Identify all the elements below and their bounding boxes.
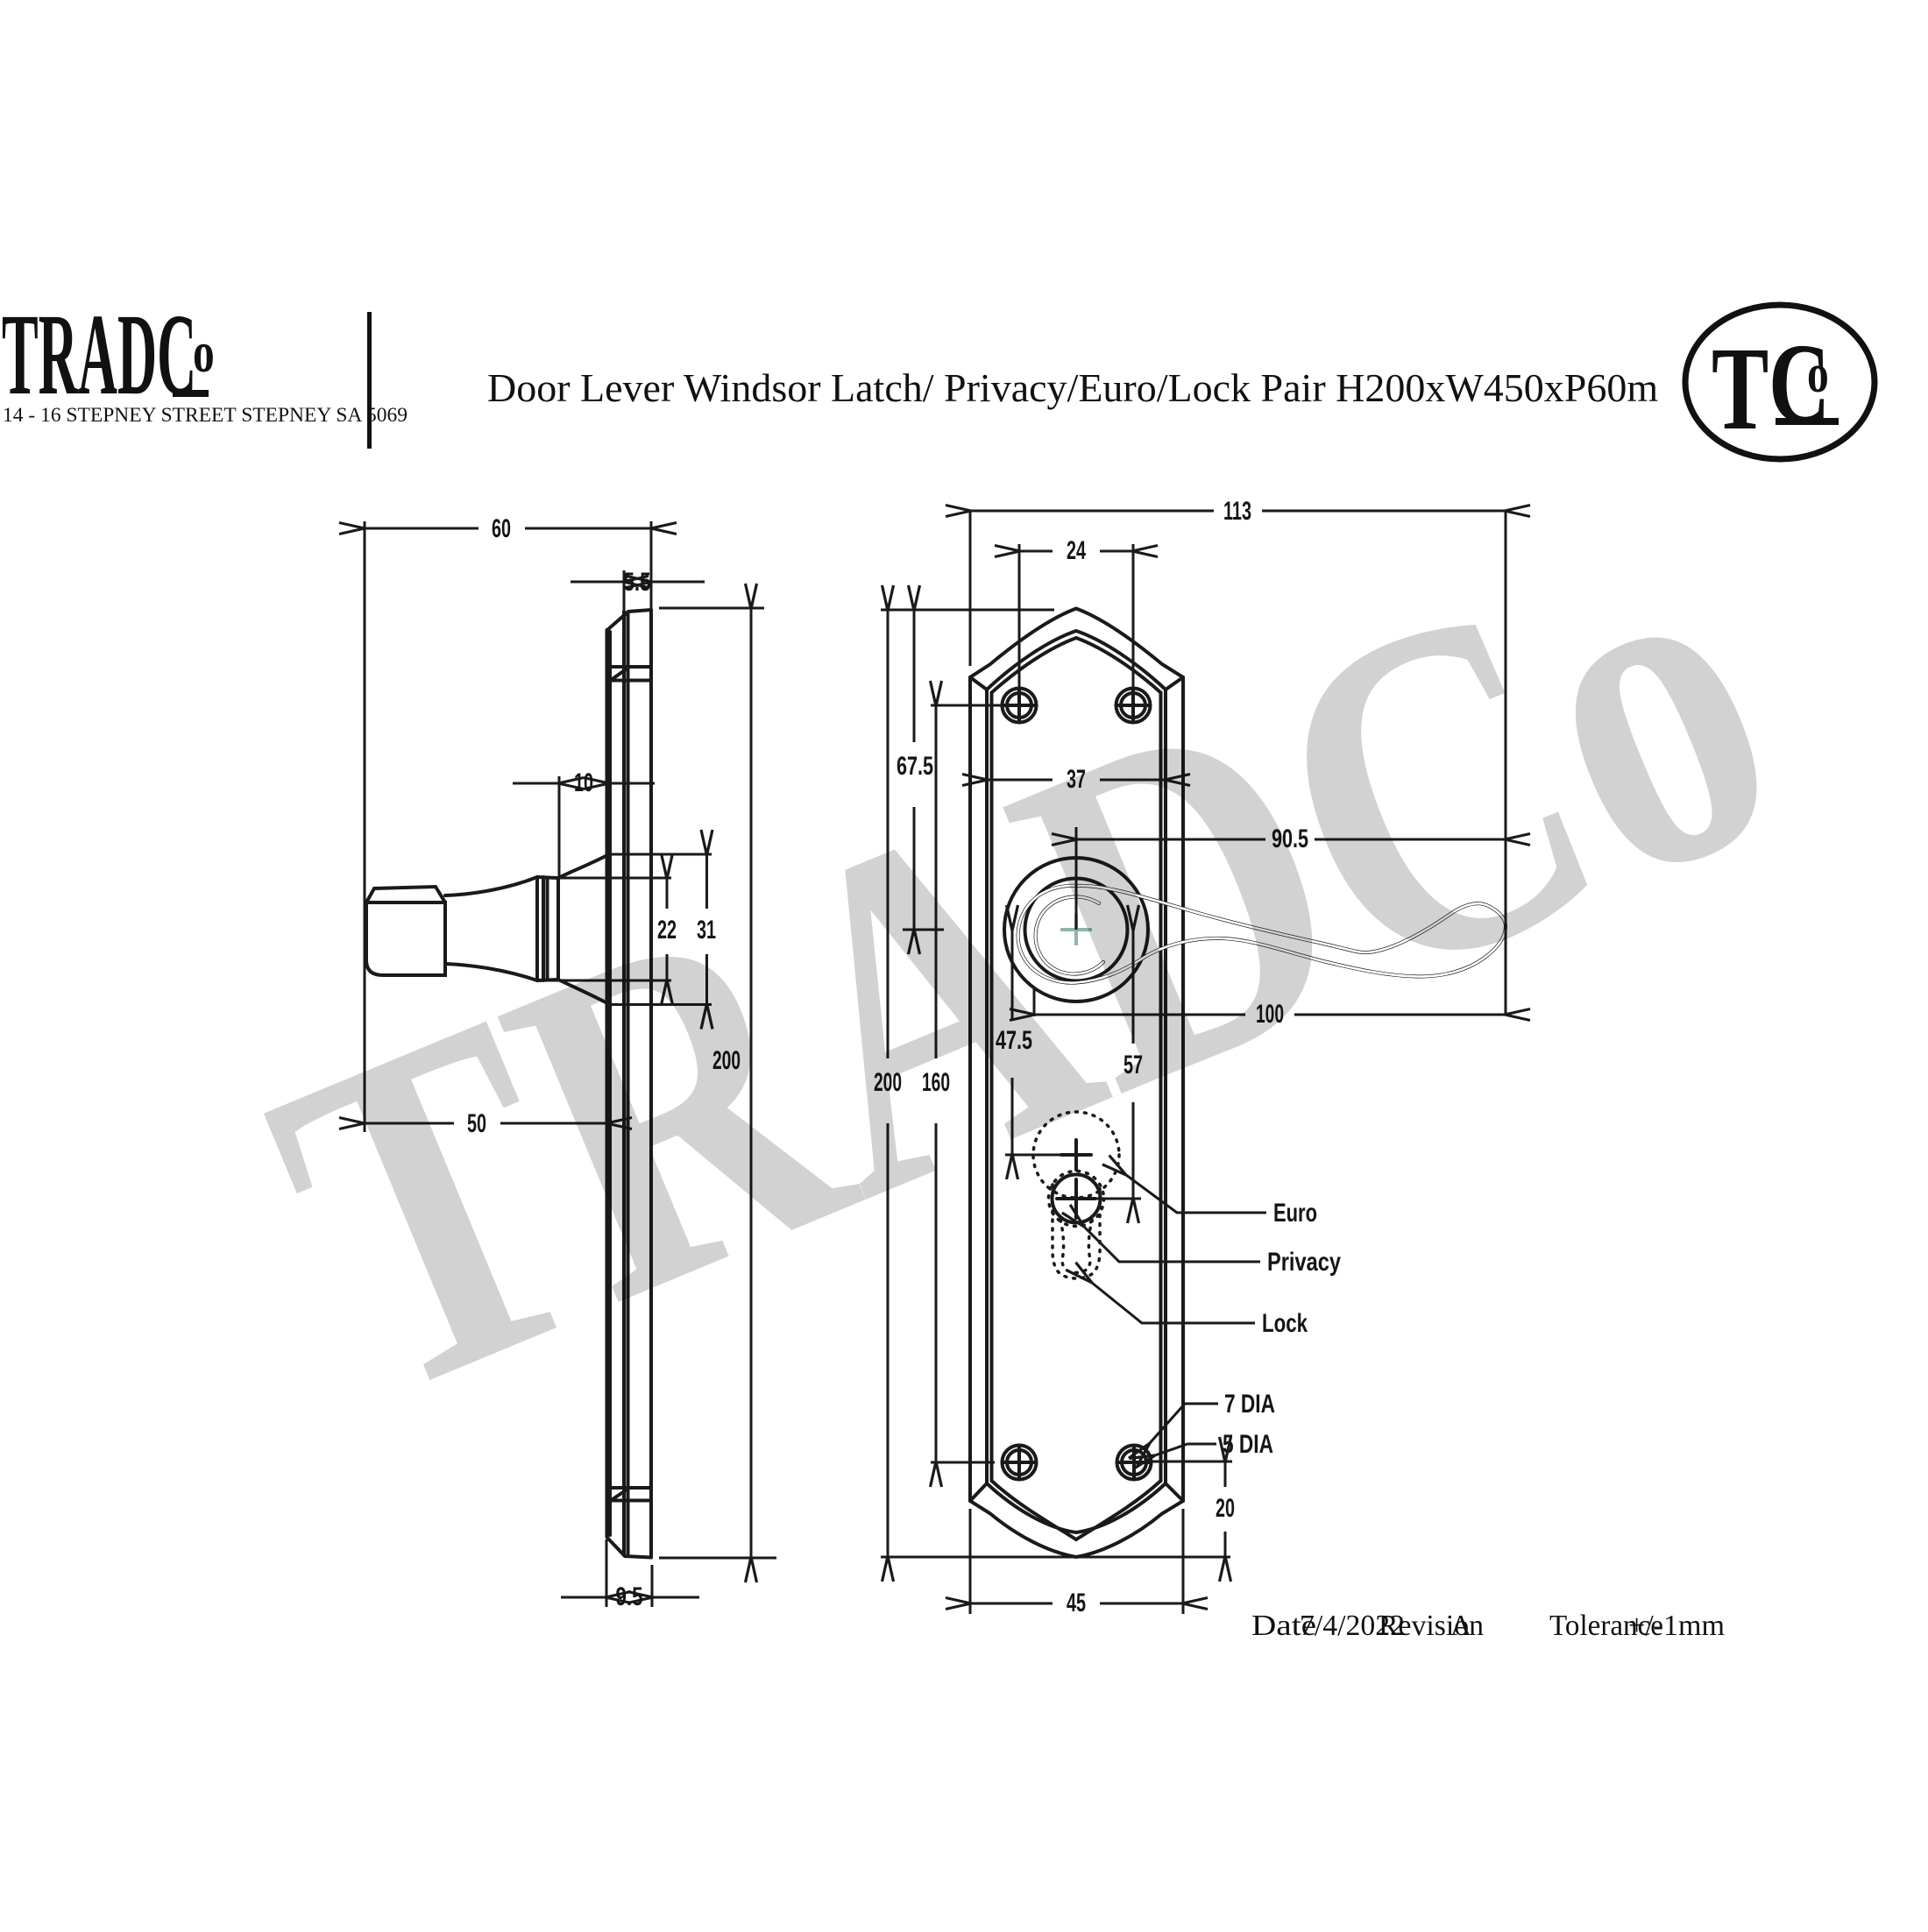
screw-bottom-left bbox=[1000, 1443, 1038, 1482]
callout-privacy: Privacy bbox=[1267, 1248, 1341, 1277]
front-dimensions: 113 24 37 90.5 100 67.5 2 bbox=[874, 497, 1531, 1617]
dim-50: 50 bbox=[467, 1109, 486, 1138]
dim-37: 37 bbox=[1067, 765, 1086, 794]
footer-tolerance-value: +/-1mm bbox=[1628, 1610, 1725, 1642]
front-plate bbox=[968, 606, 1185, 1560]
callout-5dia: 5 DIA bbox=[1223, 1430, 1273, 1459]
side-dimensions: 60 5.5 10 22 31 50 bbox=[338, 514, 776, 1611]
callout-lock: Lock bbox=[1262, 1309, 1308, 1338]
header-divider bbox=[367, 312, 372, 449]
footer-date-value: 7/4/2022 bbox=[1300, 1610, 1405, 1642]
footer-revision-value: A bbox=[1450, 1610, 1471, 1642]
footer: Date 7/4/2022 Revision A Tolerance +/-1m… bbox=[1251, 1610, 1725, 1642]
drawing-title: Door Lever Windsor Latch/ Privacy/Euro/L… bbox=[487, 365, 1658, 410]
dim-10: 10 bbox=[574, 768, 593, 797]
brand-logo: TRADC o bbox=[2, 290, 215, 419]
brand-logo-underline bbox=[173, 390, 209, 397]
dim-22: 22 bbox=[657, 916, 677, 945]
screw-top-right bbox=[1114, 686, 1152, 725]
dim-47-5: 47.5 bbox=[996, 1026, 1032, 1055]
callout-euro: Euro bbox=[1273, 1199, 1317, 1228]
dim-45: 45 bbox=[1067, 1589, 1086, 1617]
badge-t: T bbox=[1712, 322, 1769, 454]
brand-logo-o: o bbox=[193, 320, 215, 385]
dim-9-5: 9.5 bbox=[616, 1582, 643, 1611]
brand-badge: T C o bbox=[1682, 301, 1878, 463]
dim-90-5: 90.5 bbox=[1272, 824, 1308, 853]
footer-revision-label: Revision bbox=[1379, 1610, 1484, 1642]
brand-logo-text: TRADC bbox=[2, 290, 196, 419]
dim-100: 100 bbox=[1256, 1000, 1284, 1029]
privacy-centre-cross bbox=[1060, 1138, 1093, 1171]
dim-67-5: 67.5 bbox=[897, 752, 933, 781]
brand-address: 14 - 16 STEPNEY STREET STEPNEY SA 5069 bbox=[3, 404, 408, 427]
dim-160: 160 bbox=[922, 1068, 950, 1097]
header: TRADC o 14 - 16 STEPNEY STREET STEPNEY S… bbox=[2, 290, 1878, 463]
dim-200-side: 200 bbox=[712, 1046, 741, 1075]
lever-handle bbox=[1016, 883, 1508, 985]
badge-underline bbox=[1776, 418, 1839, 425]
dim-5-5: 5.5 bbox=[624, 568, 651, 597]
dim-20: 20 bbox=[1216, 1494, 1235, 1523]
dim-113: 113 bbox=[1223, 497, 1251, 526]
dim-57: 57 bbox=[1123, 1051, 1143, 1079]
footer-date-label: Date bbox=[1251, 1610, 1316, 1642]
callout-7dia: 7 DIA bbox=[1224, 1390, 1275, 1419]
dim-60: 60 bbox=[492, 514, 511, 543]
side-view: 60 5.5 10 22 31 50 bbox=[338, 514, 776, 1611]
dim-200-front: 200 bbox=[874, 1068, 902, 1097]
dim-24: 24 bbox=[1067, 536, 1086, 565]
dim-31: 31 bbox=[697, 916, 716, 945]
badge-c: C bbox=[1769, 321, 1830, 447]
badge-o: o bbox=[1807, 344, 1829, 404]
front-view: Euro Privacy Lock 7 DIA 5 DIA 113 24 37 bbox=[874, 497, 1531, 1617]
footer-tolerance-label: Tolerance bbox=[1549, 1610, 1663, 1642]
